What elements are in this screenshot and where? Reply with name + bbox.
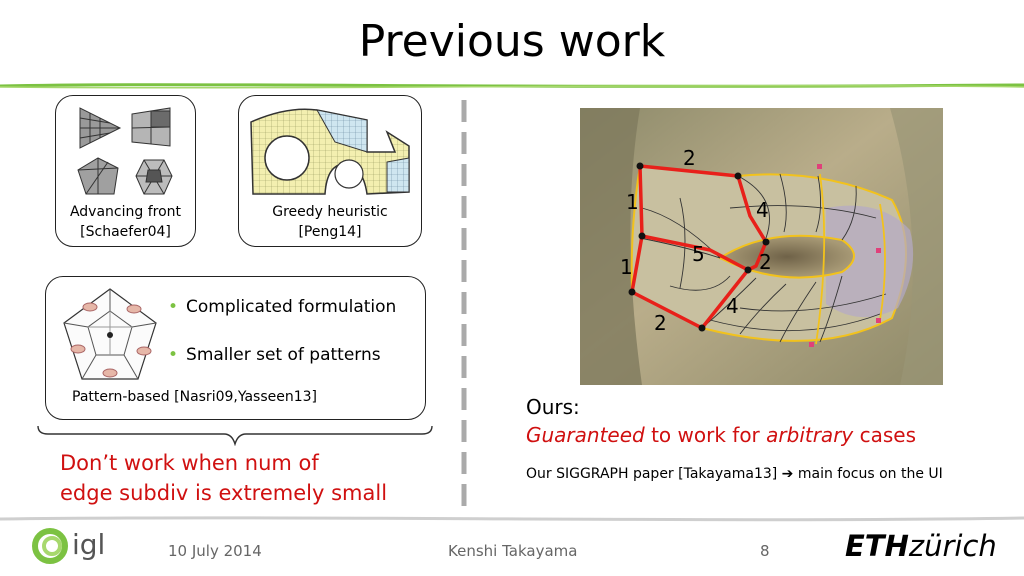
pattern-based-figure — [63, 288, 157, 380]
advancing-front-panel: Advancing front [Schaefer04] — [55, 95, 196, 247]
title-divider — [0, 83, 1024, 89]
edge-count-label: 2 — [654, 311, 667, 335]
edge-count-label: 4 — [756, 198, 769, 222]
greedy-heuristic-citation: [Peng14] — [298, 224, 362, 240]
edge-count-label: 4 — [726, 294, 739, 318]
ours-claim: Guaranteed to work for arbitrary cases — [526, 423, 917, 447]
bullet-item-1: •Complicated formulation — [168, 297, 397, 317]
bullet-dot-icon: • — [168, 345, 179, 365]
ours-heading: Ours: — [526, 395, 580, 419]
advancing-front-figure — [77, 107, 173, 195]
greedy-heuristic-caption: Greedy heuristic — [272, 204, 388, 220]
footer-author: Kenshi Takayama — [448, 542, 578, 560]
arrow-right-icon: ➔ — [781, 466, 794, 482]
edge-count-label: 2 — [683, 146, 696, 170]
edge-count-label: 2 — [759, 250, 772, 274]
curly-brace — [37, 425, 433, 446]
vertical-divider — [461, 100, 467, 510]
advancing-front-citation: [Schaefer04] — [80, 224, 171, 240]
limitation-line-2: edge subdiv is extremely small — [60, 481, 388, 505]
edge-count-label: 1 — [620, 255, 633, 279]
greedy-heuristic-figure — [250, 108, 410, 195]
bullet-dot-icon: • — [168, 297, 179, 317]
greedy-heuristic-panel: Greedy heuristic [Peng14] — [238, 95, 422, 247]
eth-zurich-logo: ETHzürich — [845, 529, 997, 563]
limitation-line-1: Don’t work when num of — [60, 451, 319, 475]
advancing-front-caption: Advancing front — [69, 204, 182, 220]
paper-note: Our SIGGRAPH paper [Takayama13] ➔ main f… — [526, 466, 943, 482]
edge-count-label: 5 — [692, 242, 705, 266]
footer-divider — [0, 516, 1024, 522]
igl-logo-icon — [32, 528, 68, 564]
face-quad-mesh-figure — [580, 108, 943, 385]
page-title: Previous work — [358, 16, 666, 67]
edge-count-label: 1 — [626, 190, 639, 214]
footer-date: 10 July 2014 — [168, 542, 262, 560]
bullet-item-2: •Smaller set of patterns — [168, 345, 381, 365]
igl-logo: igl — [30, 526, 120, 566]
slide-number: 8 — [760, 542, 770, 560]
pattern-based-caption: Pattern-based [Nasri09,Yasseen13] — [72, 389, 318, 405]
pattern-based-panel: •Complicated formulation •Smaller set of… — [45, 276, 426, 420]
